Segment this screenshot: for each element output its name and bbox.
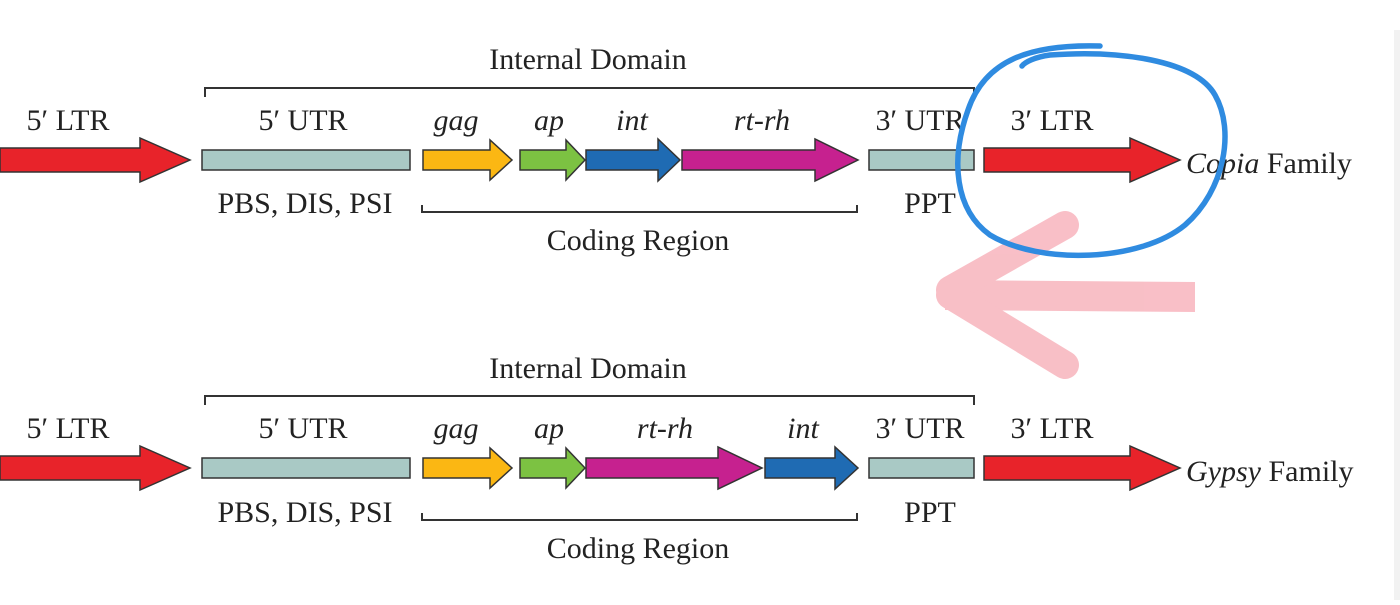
ltr5-arrow: [0, 136, 192, 184]
gene-label-4: rt-rh: [734, 104, 790, 137]
internal-domain-label: Internal Domain: [489, 43, 686, 76]
gag-arrow: [422, 138, 514, 182]
ap-arrow: [519, 446, 587, 490]
ltr5-label: 5′ LTR: [27, 412, 110, 445]
coding-region-bracket: [421, 513, 858, 521]
internal-domain-bracket: [204, 395, 975, 405]
internal-domain-label: Internal Domain: [489, 352, 686, 385]
utr5-sub-label: PBS, DIS, PSI: [217, 187, 392, 220]
coding-region-label: Coding Region: [547, 532, 730, 565]
rt-rh-arrow: [681, 137, 860, 183]
ltr3-arrow: [983, 444, 1182, 492]
gypsy-panel: Internal Domain 5′ LTR 5′ UTR PBS, DIS, …: [0, 352, 1354, 565]
family-label: Gypsy Family: [1186, 455, 1354, 488]
copia-panel: Internal Domain 5′ LTR 5′ UTR PBS, DIS, …: [0, 43, 1352, 257]
ltr3-label: 3′ LTR: [1011, 104, 1094, 137]
family-label: Copia Family: [1186, 147, 1352, 180]
coding-region-bracket: [421, 205, 858, 213]
gag-arrow: [422, 446, 514, 490]
utr3-box: [868, 457, 975, 479]
ltr5-label: 5′ LTR: [27, 104, 110, 137]
window-edge: [1394, 30, 1400, 600]
annotation-arrow: [936, 211, 1195, 379]
utr3-sub-label: PPT: [904, 187, 956, 220]
utr5-box: [201, 149, 411, 171]
int-arrow: [585, 137, 682, 183]
utr3-label: 3′ UTR: [875, 104, 964, 137]
gene-label-3: int: [616, 104, 648, 137]
gene-label-3: rt-rh: [637, 412, 693, 445]
gene-label-1: gag: [434, 412, 479, 445]
utr5-box: [201, 457, 411, 479]
utr5-label: 5′ UTR: [258, 412, 347, 445]
gene-label-1: gag: [434, 104, 479, 137]
int-arrow: [764, 445, 860, 491]
gene-label-2: ap: [534, 104, 564, 137]
gene-label-2: ap: [534, 412, 564, 445]
utr5-label: 5′ UTR: [258, 104, 347, 137]
annotation-circle: [955, 43, 1228, 259]
ltr5-arrow: [0, 444, 192, 492]
internal-domain-bracket: [204, 87, 975, 97]
rt-rh-arrow: [585, 445, 764, 491]
ap-arrow: [519, 138, 587, 182]
utr5-sub-label: PBS, DIS, PSI: [217, 496, 392, 529]
gene-label-4: int: [787, 412, 819, 445]
ltr3-arrow: [983, 136, 1182, 184]
utr3-box: [868, 149, 975, 171]
coding-region-label: Coding Region: [547, 224, 730, 257]
utr3-label: 3′ UTR: [875, 412, 964, 445]
utr3-sub-label: PPT: [904, 496, 956, 529]
ltr3-label: 3′ LTR: [1011, 412, 1094, 445]
